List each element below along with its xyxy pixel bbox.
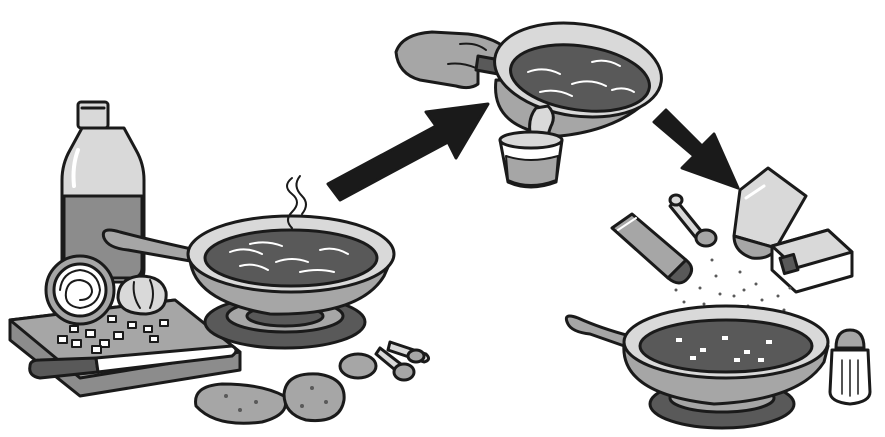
measuring-spoons: [340, 342, 429, 380]
onion: [46, 256, 114, 324]
arrow-cook-to-drain: [328, 104, 488, 200]
step-cook: [10, 102, 429, 423]
spice-box: [772, 230, 852, 292]
salt-shaker: [830, 330, 870, 404]
measuring-spoon: [670, 195, 716, 246]
arrow-drain-to-season: [654, 110, 738, 188]
spice-shaker: [612, 214, 692, 283]
step-drain: [396, 13, 668, 187]
potatoes: [196, 374, 345, 423]
skillet: [566, 306, 828, 404]
garlic: [118, 276, 166, 314]
step-season: [566, 168, 870, 428]
cup: [500, 132, 562, 187]
skillet: [476, 13, 668, 136]
